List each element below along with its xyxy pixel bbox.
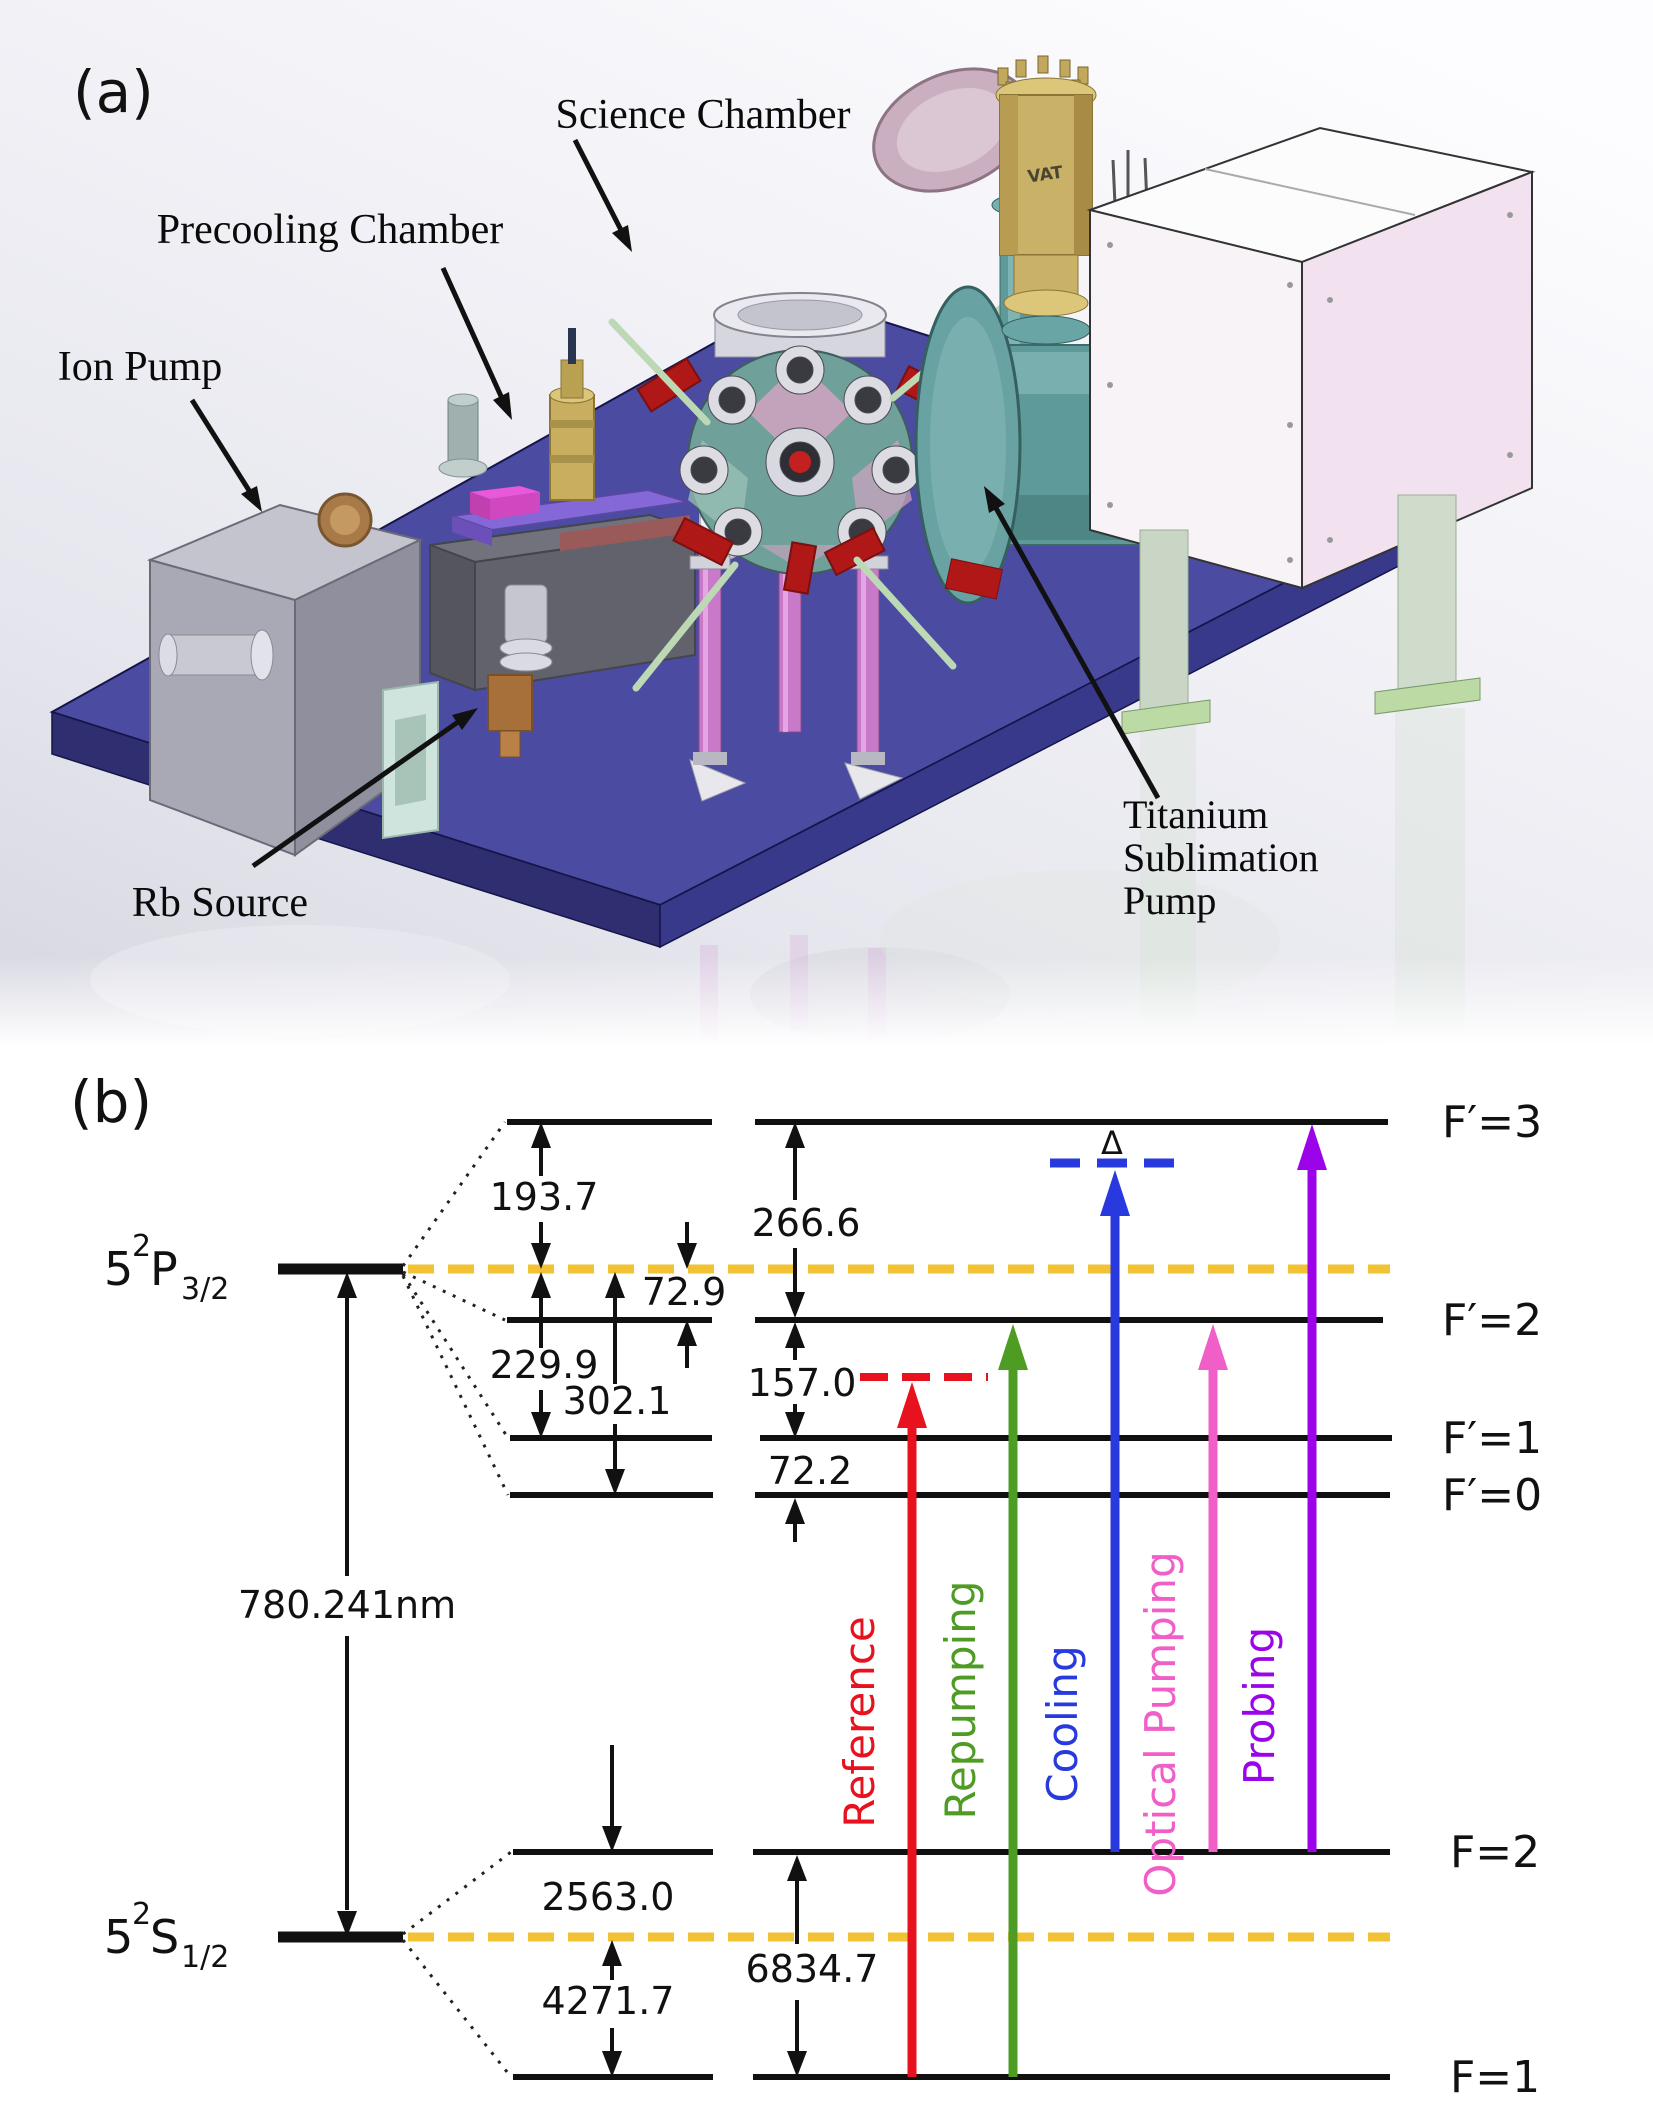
ion-pump	[146, 492, 439, 857]
p-state-sup: 2	[132, 1229, 151, 1264]
panel-b: (b) 5 2 P 3/2 5 2 S 1/2	[0, 1048, 1653, 2102]
cooling-label: Cooling	[1038, 1645, 1087, 1802]
splitting-229-9: 229.9	[490, 1272, 599, 1438]
valve-stem	[447, 399, 479, 466]
level-label-fp2: F′=2	[1442, 1295, 1542, 1346]
tsp-arrow	[993, 506, 1161, 800]
p-state-n: 5	[104, 1242, 133, 1296]
tsp-label: Titanium Sublimation Pump	[1123, 792, 1319, 923]
splitting-157-0: 157.0	[748, 1322, 857, 1438]
value-4271-7: 4271.7	[542, 1979, 675, 2023]
ion-pump-label: Ion Pump	[58, 344, 223, 390]
detuning-delta-symbol: Δ	[1101, 1124, 1123, 1162]
optical-pumping-label: Optical Pumping	[1136, 1551, 1185, 1896]
s-state-sup: 2	[132, 1897, 151, 1932]
box-leg	[1397, 494, 1457, 696]
level-label-fp0: F′=0	[1442, 1470, 1542, 1521]
white-box	[1086, 126, 1536, 735]
reference-arrowhead	[897, 1382, 927, 1428]
splitting-302-1: 302.1	[563, 1272, 672, 1495]
probing-arrowhead	[1297, 1124, 1327, 1170]
tsp-label-line2: Sublimation	[1123, 835, 1319, 880]
s-state-n: 5	[104, 1910, 133, 1964]
level-label-f2: F=2	[1450, 1827, 1540, 1878]
panel-b-tag: (b)	[70, 1068, 152, 1136]
rb-source-label: Rb Source	[132, 880, 308, 926]
tsp-label-line3: Pump	[1123, 878, 1216, 923]
reference-label: Reference	[835, 1616, 884, 1828]
splitting-6834-7: 6834.7	[746, 1855, 879, 2077]
laser-reference: Reference	[835, 1382, 927, 2077]
wavelength-dimension: 780.241nm	[238, 1272, 456, 1937]
value-193-7: 193.7	[490, 1175, 599, 1219]
ground-levels	[513, 1849, 1390, 2080]
panel-b-background	[0, 1048, 1653, 2102]
value-2563-0: 2563.0	[542, 1875, 675, 1919]
box-leg	[1139, 529, 1189, 716]
p-state-sub: 3/2	[181, 1272, 229, 1307]
science-chamber	[608, 292, 1012, 802]
optical-pumping-arrowhead	[1198, 1324, 1228, 1370]
hyperfine-fans	[401, 1121, 513, 2078]
value-6834-7: 6834.7	[746, 1947, 879, 1991]
splitting-72-9: 72.9	[642, 1222, 727, 1368]
rb-source-block	[487, 674, 533, 732]
screws	[1107, 212, 1513, 563]
magenta-block	[470, 486, 540, 499]
feedthrough-cylinder	[549, 394, 595, 501]
splitting-4271-7: 4271.7	[542, 1940, 675, 2077]
value-157-0: 157.0	[748, 1361, 857, 1405]
precooling-chamber-label: Precooling Chamber	[157, 207, 503, 253]
level-label-f1: F=1	[1450, 2052, 1540, 2102]
ion-pump-port	[167, 634, 261, 676]
laser-repumping: Repumping	[936, 1324, 1028, 2077]
repumping-label: Repumping	[936, 1581, 985, 1820]
science-chamber-arrow	[572, 138, 624, 232]
chamber-legs	[689, 542, 904, 802]
repumping-arrowhead	[998, 1324, 1028, 1370]
ion-pump-arrow	[189, 398, 253, 494]
panel-a-tag: (a)	[73, 58, 154, 126]
value-229-9: 229.9	[490, 1343, 599, 1387]
cooling-arrowhead	[1100, 1170, 1130, 1216]
ground-state-label: 5 2 S 1/2	[104, 1897, 229, 1975]
panel-a: VAT (a) Science Chamber P	[0, 0, 1653, 1048]
splitting-2563-0: 2563.0	[542, 1745, 675, 1919]
elbow-cylinder	[504, 584, 548, 644]
vat-valve: VAT	[872, 55, 1097, 345]
splitting-72-2: 72.2	[768, 1449, 853, 1542]
value-72-9: 72.9	[642, 1270, 727, 1314]
reflection-fade	[0, 955, 1653, 1048]
s-state-term: S	[150, 1910, 179, 1964]
precooling-chamber-arrow	[440, 266, 508, 407]
excited-levels	[507, 1119, 1392, 1498]
excited-state-label: 5 2 P 3/2	[104, 1229, 229, 1307]
value-302-1: 302.1	[563, 1379, 672, 1423]
splitting-266-6: 266.6	[752, 1122, 861, 1318]
value-72-2: 72.2	[768, 1449, 853, 1493]
laser-optical-pumping: Optical Pumping	[1136, 1324, 1228, 1897]
laser-cooling: Cooling	[1038, 1170, 1130, 1852]
science-chamber-label: Science Chamber	[555, 92, 850, 138]
p-state-term: P	[150, 1242, 178, 1296]
vat-label: VAT	[1026, 163, 1064, 188]
level-label-fp3: F′=3	[1442, 1097, 1542, 1148]
splitting-193-7: 193.7	[490, 1122, 599, 1269]
value-266-6: 266.6	[752, 1201, 861, 1245]
rb-source-arrow	[251, 719, 460, 869]
probing-label: Probing	[1235, 1627, 1284, 1785]
s-state-sub: 1/2	[181, 1940, 229, 1975]
laser-probing: Probing	[1235, 1124, 1327, 1852]
precooling-chamber	[429, 328, 771, 758]
level-label-fp1: F′=1	[1442, 1413, 1542, 1464]
wavelength-label: 780.241nm	[238, 1583, 456, 1627]
tsp-label-line1: Titanium	[1123, 792, 1268, 837]
